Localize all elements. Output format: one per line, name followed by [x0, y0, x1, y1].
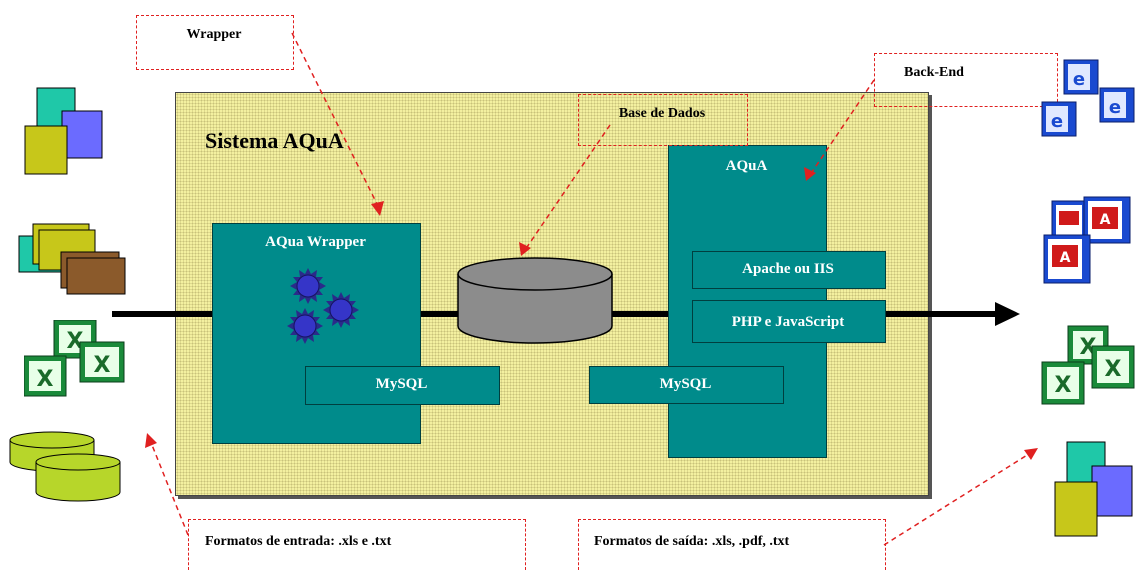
output-pdf-files-icon: A A [1043, 196, 1131, 284]
input-formats-label: Formatos de entrada: .xls e .txt [205, 534, 392, 549]
output-web-pages-icon: e e e [1041, 59, 1135, 137]
php-label: PHP e JavaScript [731, 314, 845, 330]
svg-text:X: X [94, 353, 111, 378]
svg-text:e: e [1073, 69, 1085, 90]
wrapper-mysql-bar [305, 366, 500, 405]
svg-text:X: X [1105, 357, 1122, 382]
wrapper-callout-label: Wrapper [186, 27, 242, 42]
apache-label: Apache ou IIS [742, 261, 834, 277]
database-callout-box [578, 94, 748, 146]
input-excel-files-icon: X X X [24, 320, 125, 397]
input-stacked-files-icon [18, 223, 126, 295]
input-documents-icon [24, 87, 103, 175]
svg-text:e: e [1051, 111, 1063, 132]
output-excel-files-icon: X X X [1041, 325, 1135, 405]
database-mysql-label: MySQL [659, 376, 712, 392]
svg-text:X: X [67, 329, 84, 354]
input-formats-callout-box [188, 519, 526, 570]
svg-text:A: A [1100, 212, 1111, 228]
database-mysql-bar [589, 366, 784, 404]
aqua-module-title: AQuA [725, 158, 768, 174]
database-cylinder-icon [457, 257, 613, 344]
system-title: Sistema AQuA [205, 128, 344, 153]
svg-text:A: A [1060, 250, 1071, 266]
svg-text:X: X [1055, 373, 1072, 398]
backend-callout-label: Back-End [904, 65, 964, 80]
output-documents-icon [1054, 441, 1133, 537]
output-formats-label: Formatos de saída: .xls, .pdf, .txt [594, 534, 790, 549]
input-database-cylinders-icon [9, 431, 121, 502]
wrapper-module-title: AQua Wrapper [265, 234, 366, 250]
svg-text:e: e [1109, 97, 1121, 118]
svg-text:X: X [37, 367, 54, 392]
database-callout-label: Base de Dados [618, 106, 706, 121]
backend-callout-box [874, 53, 1058, 107]
apache-bar [692, 251, 886, 289]
php-bar [692, 300, 886, 343]
wrapper-mysql-label: MySQL [375, 376, 428, 392]
wrapper-callout-box [136, 15, 294, 70]
